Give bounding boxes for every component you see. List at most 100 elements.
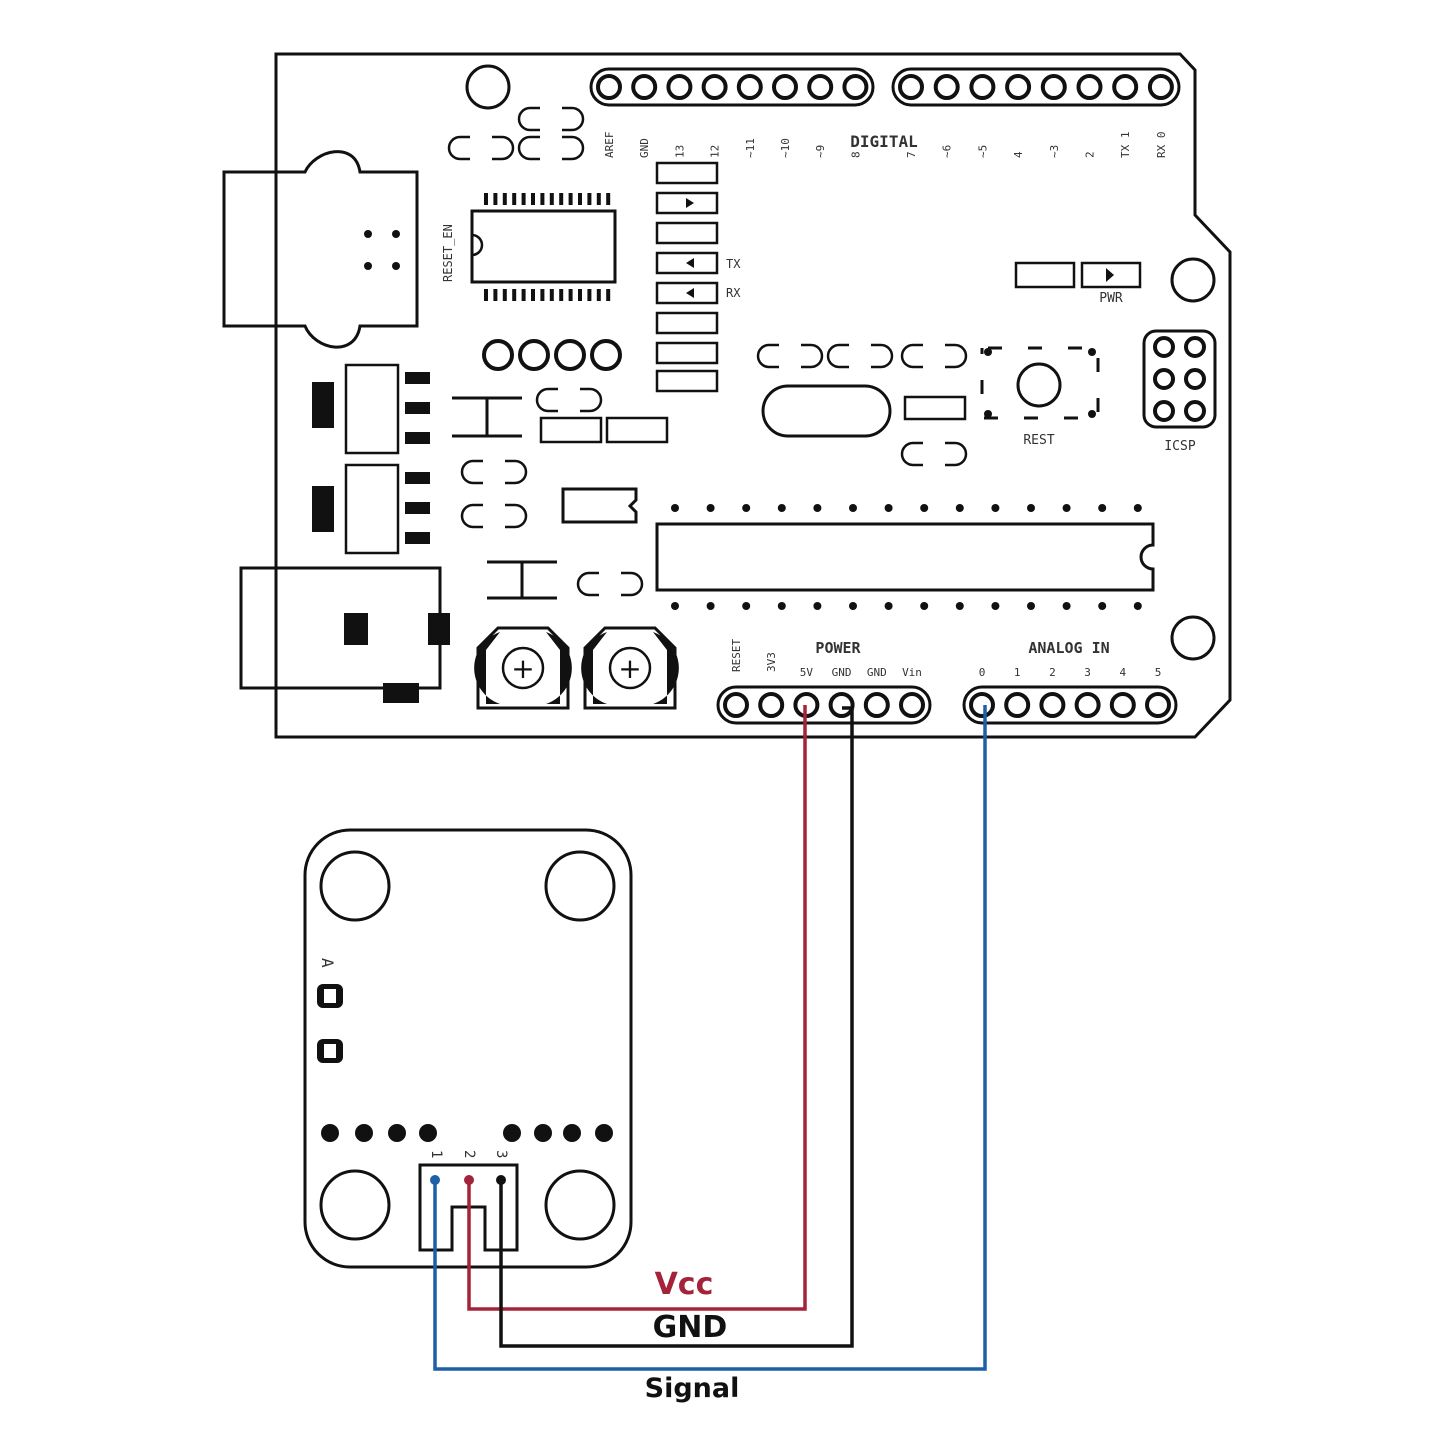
crystal-oscillator	[756, 343, 968, 467]
mcu-pin	[813, 602, 822, 610]
mcu-pin	[742, 504, 751, 512]
chip-leg	[540, 193, 545, 205]
header-pin[interactable]	[701, 74, 728, 100]
mcu-pin	[1027, 602, 1035, 610]
mcu-pin	[884, 602, 893, 610]
pin-label: ~5	[976, 145, 989, 158]
voltage-regulator-1	[312, 363, 430, 455]
mcu-pin	[813, 504, 822, 512]
microcontroller-chip	[655, 504, 1155, 610]
mcu-pin	[849, 602, 857, 610]
signal-wire-label: Signal	[645, 1373, 740, 1404]
electrolytic-capacitor-2: +	[581, 626, 679, 710]
pin-label: 13	[673, 145, 686, 158]
icsp-header: ICSP	[1142, 329, 1217, 454]
header-pin[interactable]	[1040, 74, 1067, 100]
mcu-pin	[1133, 602, 1142, 610]
header-pin[interactable]	[1005, 74, 1032, 100]
chip-leg	[568, 193, 573, 205]
header-pin[interactable]	[1109, 692, 1136, 718]
dc-power-jack	[239, 566, 450, 703]
mcu-pin	[955, 602, 964, 610]
chip-leg	[521, 289, 526, 301]
header-pin[interactable]	[842, 74, 869, 100]
pin-label: GND	[867, 666, 887, 679]
gnd-wire-label: GND	[653, 1310, 728, 1345]
pwr-label: PWR	[1099, 291, 1123, 306]
mcu-pin	[849, 504, 857, 512]
chip-leg	[578, 289, 582, 301]
pin-label: 5	[1155, 666, 1162, 679]
smd-capacitors-top	[447, 106, 585, 161]
chip-leg	[493, 193, 498, 205]
header-pin[interactable]	[969, 74, 996, 100]
header-pin[interactable]	[969, 692, 995, 718]
module-hole-top-right	[544, 850, 616, 922]
chip-leg	[549, 289, 554, 301]
header-pin[interactable]	[933, 74, 960, 100]
pin-label: 4	[1012, 151, 1025, 158]
header-pin[interactable]	[772, 74, 798, 100]
pin-label: 5V	[800, 666, 814, 679]
header-pin[interactable]	[1004, 692, 1031, 718]
mcu-pin	[1098, 504, 1107, 512]
module-pin-label: 1	[428, 1150, 444, 1158]
mcu-pin	[1062, 602, 1071, 610]
header-pin[interactable]	[758, 692, 785, 718]
module-side-label: A	[318, 958, 337, 968]
header-pin[interactable]	[863, 692, 890, 718]
mcu-pin	[920, 602, 929, 610]
smd-component-2	[487, 560, 557, 600]
chip-leg	[606, 193, 611, 205]
pin-label: RESET	[730, 639, 743, 672]
header-pin[interactable]	[1074, 692, 1101, 718]
mcu-pin	[884, 504, 893, 512]
pin-label: ~9	[814, 145, 827, 158]
mcu-pin	[706, 504, 715, 512]
chip-leg	[596, 289, 601, 301]
pin-label: 0	[979, 666, 986, 679]
header-pin[interactable]	[1112, 74, 1139, 100]
chip-leg	[493, 289, 498, 301]
header-pin[interactable]	[1147, 74, 1174, 100]
chip-leg	[531, 289, 535, 301]
smd-component-1	[452, 396, 522, 438]
header-pin[interactable]	[1039, 692, 1066, 718]
pin-label: 7	[905, 151, 918, 158]
pin-label: GND	[638, 138, 651, 158]
arduino-board: + +	[222, 52, 1232, 739]
pin-label: 8	[849, 151, 862, 158]
pin-label: 3	[1084, 666, 1091, 679]
pin-label: AREF	[603, 132, 616, 159]
chip-leg	[484, 193, 488, 205]
icsp-label: ICSP	[1164, 439, 1195, 454]
chip-leg	[606, 289, 611, 301]
reset-button[interactable]: REST	[980, 346, 1100, 448]
header-pin[interactable]	[899, 692, 925, 718]
header-pin[interactable]	[631, 74, 658, 100]
header-pin[interactable]	[736, 74, 763, 100]
header-pin[interactable]	[596, 74, 622, 100]
board-outline	[274, 52, 1232, 739]
header-pin[interactable]	[898, 74, 924, 100]
header-pin[interactable]	[1076, 74, 1103, 100]
header-pin[interactable]	[666, 74, 693, 100]
header-pin[interactable]	[828, 692, 855, 718]
header-pin[interactable]	[807, 74, 834, 100]
header-pin[interactable]	[1145, 692, 1171, 718]
pin-label: Vin	[902, 666, 922, 679]
power-label: POWER	[815, 639, 861, 657]
module-pin-label: 2	[461, 1150, 477, 1158]
wires: Vcc GND Signal	[430, 705, 987, 1404]
header-pin[interactable]	[723, 692, 749, 718]
svg-text:+: +	[511, 652, 534, 685]
mcu-pin	[1098, 602, 1107, 610]
usb-connector	[222, 150, 419, 349]
reset-label: REST	[1023, 433, 1054, 448]
mcu-pin	[706, 602, 715, 610]
mcu-pin	[671, 504, 679, 512]
four-pin-header	[482, 339, 622, 371]
